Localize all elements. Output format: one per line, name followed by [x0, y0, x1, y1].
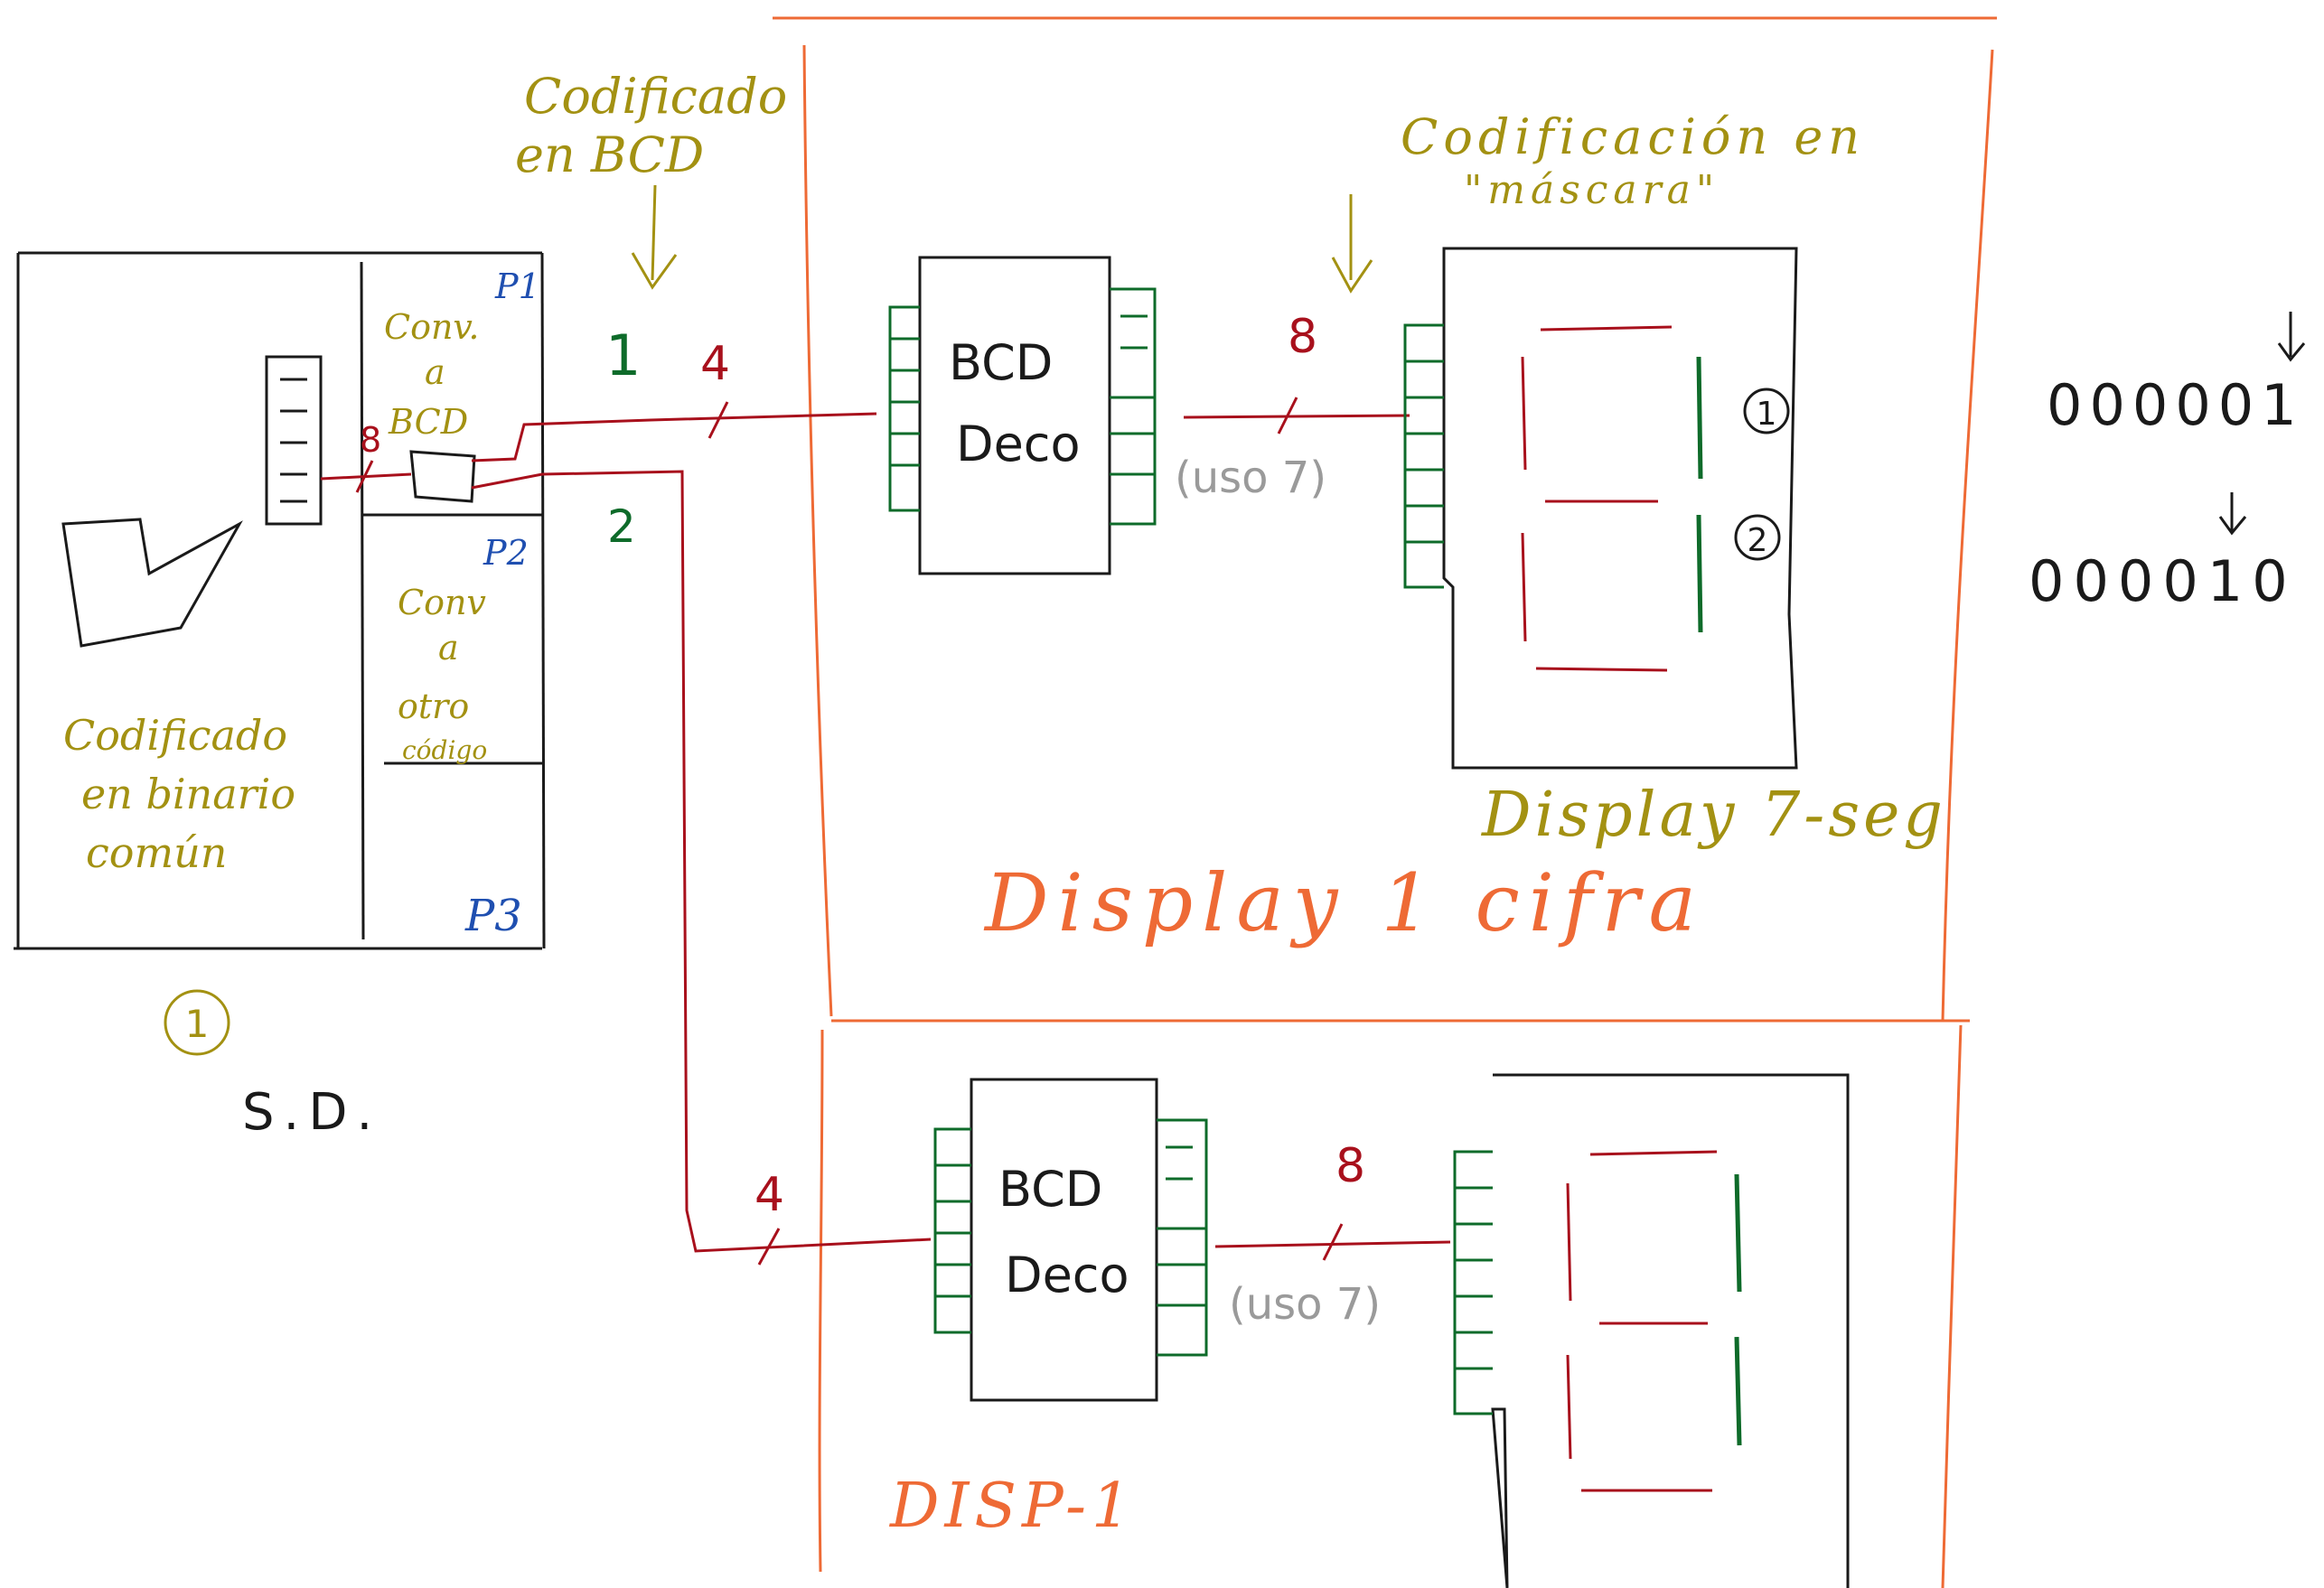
wire-bottom-segments [1215, 1224, 1450, 1260]
display-top-circle-1-text: 1 [1757, 396, 1777, 433]
sd-circle-number: 1 [185, 1002, 210, 1046]
segment-f [1568, 1183, 1570, 1301]
display-top-segments [1523, 327, 1701, 670]
segment-d [1536, 668, 1667, 670]
wire-output-2 [472, 472, 931, 1265]
wire-out1-label: 1 [605, 322, 641, 388]
display-bottom-segments [1568, 1152, 1739, 1490]
display-top-input-pins [1405, 325, 1444, 587]
wire-bottom-uso: (uso 7) [1229, 1279, 1381, 1330]
sd-binary-label: Codificado en binario común [63, 711, 295, 877]
display-bottom-box-label: DISP-1 [888, 1471, 1136, 1542]
deco-bottom-output-pins [1157, 1120, 1206, 1355]
segment-a [1590, 1152, 1717, 1154]
segment-b-lit [1737, 1174, 1739, 1292]
bcd-note: Codificado en BCD [515, 68, 787, 183]
wire-top-segments [1184, 397, 1410, 434]
wire-sd-in-width: 8 [360, 420, 381, 460]
deco-top-input-pins [890, 307, 920, 510]
display-top [1405, 248, 1796, 768]
display-top-seg-label: Display 7-seg [1480, 780, 1946, 851]
display-top-circle-2-text: 2 [1748, 522, 1768, 559]
mask-note-arrow [1333, 194, 1372, 291]
segment-c-lit [1699, 515, 1701, 632]
display-top-box-label: Display 1 cifra [983, 856, 1705, 949]
deco-bottom [935, 1079, 1206, 1400]
display-bottom [1455, 1075, 1848, 1588]
wire-output-1 [472, 402, 876, 461]
svg-text:código: código [402, 735, 487, 765]
svg-text:Codificación en: Codificación en [1401, 108, 1865, 165]
sd-name: S.D. [242, 1083, 381, 1142]
segment-a [1541, 327, 1672, 330]
mask-note: Codificación en "máscara" [1401, 108, 1865, 213]
svg-text:común: común [86, 828, 227, 877]
deco-top-title: BCD [949, 334, 1053, 391]
svg-text:Conv: Conv [398, 583, 486, 622]
wire-top-uso: (uso 7) [1175, 453, 1326, 503]
deco-bottom-input-pins [935, 1129, 971, 1332]
segment-e [1568, 1355, 1570, 1459]
deco-top-output-pins [1110, 289, 1155, 524]
sd-converter-box [411, 452, 474, 501]
code-arrow-2 [2220, 492, 2245, 533]
sd-register [267, 357, 321, 524]
segment-f [1523, 357, 1525, 470]
deco-top-subtitle: Deco [956, 416, 1081, 472]
deco-bottom-subtitle: Deco [1005, 1247, 1129, 1303]
wire-bottom-width: 4 [754, 1168, 784, 1222]
sd-scribble-icon [63, 519, 239, 646]
wire-top-seg-count: 8 [1288, 310, 1317, 364]
segment-b-lit [1699, 357, 1701, 479]
sd-conv-bcd-label: Conv. a BCD [384, 307, 479, 442]
svg-text:en BCD: en BCD [515, 126, 704, 183]
sd-p3-label: P3 [464, 891, 522, 941]
svg-text:a: a [425, 352, 445, 392]
svg-text:otro: otro [398, 687, 469, 726]
sd-conv-otro-label: Conv a otro código [398, 583, 487, 765]
code-arrow-1 [2279, 312, 2304, 360]
display-bottom-input-pins [1455, 1152, 1493, 1414]
svg-text:"máscara": "máscara" [1464, 167, 1720, 213]
svg-text:Conv.: Conv. [384, 307, 479, 347]
wire-sd-register-in [321, 461, 411, 492]
svg-text:BCD: BCD [388, 402, 468, 442]
bcd-note-arrow [633, 185, 676, 287]
segment-e [1523, 533, 1525, 641]
deco-bottom-title: BCD [998, 1161, 1102, 1218]
svg-text:a: a [438, 628, 459, 668]
code-1: 000001 [2047, 372, 2304, 438]
wire-bottom-seg-count: 8 [1335, 1139, 1365, 1193]
sd-p2-label: P2 [483, 533, 529, 573]
svg-text:Codificado: Codificado [63, 711, 287, 760]
svg-text:Codificado: Codificado [524, 68, 787, 125]
sd-partition-vertical [361, 262, 363, 939]
sd-p1-label: P1 [494, 266, 540, 306]
wire-top-width: 4 [700, 337, 730, 391]
segment-c-lit [1737, 1337, 1739, 1445]
wire-out2-label: 2 [607, 500, 636, 553]
svg-text:en binario: en binario [81, 770, 295, 818]
code-2: 000010 [2029, 548, 2297, 614]
